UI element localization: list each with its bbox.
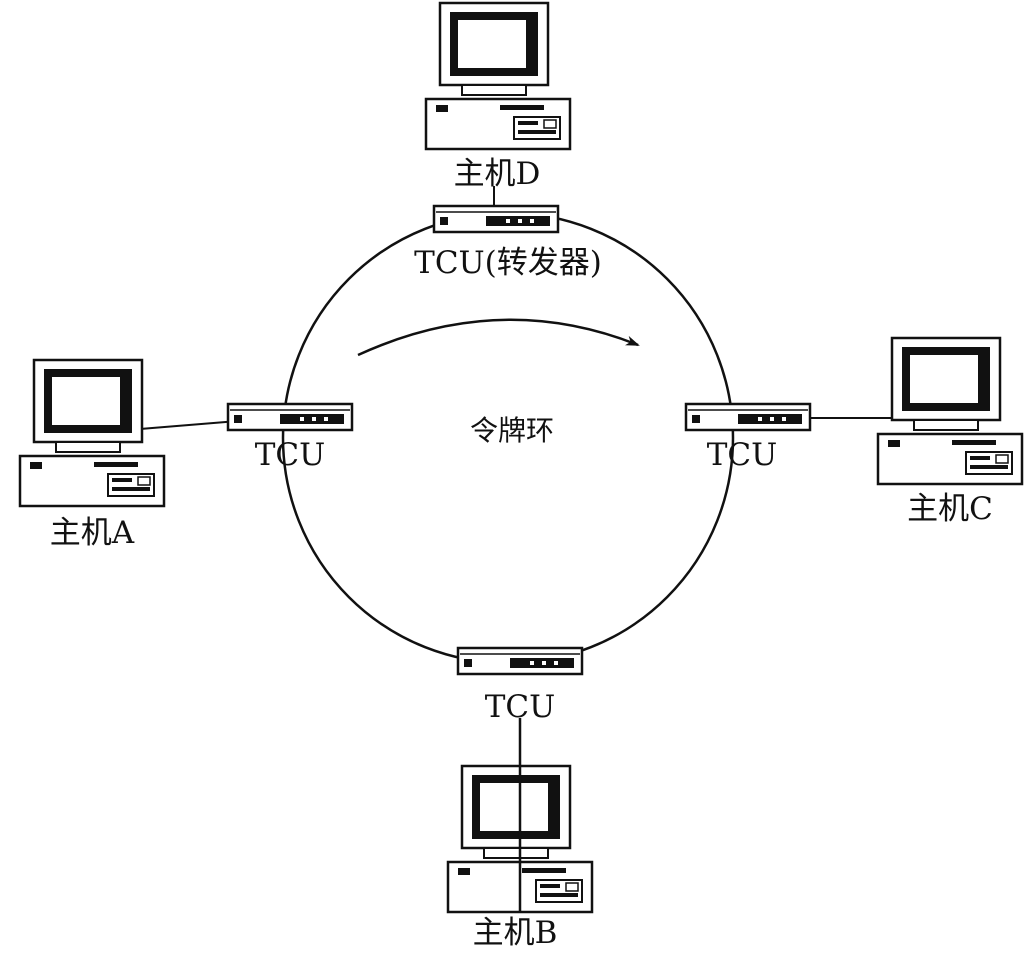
tcu-right-label: TCU	[707, 437, 778, 473]
link-host-a	[139, 420, 239, 430]
tcu-bottom	[456, 646, 584, 676]
host-d-computer	[424, 1, 572, 151]
tcu-top-label: TCU(转发器)	[414, 245, 602, 281]
tcu-right	[684, 402, 812, 432]
tcu-left-label: TCU	[255, 437, 326, 473]
host-d-label: 主机D	[454, 156, 541, 192]
tcu-left	[226, 402, 354, 432]
token-ring-label: 令牌环	[470, 414, 554, 447]
host-c-label: 主机C	[907, 491, 993, 527]
host-a-label: 主机A	[50, 515, 135, 551]
host-a-computer	[18, 358, 166, 508]
token-direction-arrow	[357, 318, 640, 357]
host-b-label: 主机B	[473, 915, 558, 951]
host-c-computer	[876, 336, 1024, 486]
tcu-bottom-label: TCU	[485, 689, 556, 725]
tcu-top	[432, 204, 560, 234]
